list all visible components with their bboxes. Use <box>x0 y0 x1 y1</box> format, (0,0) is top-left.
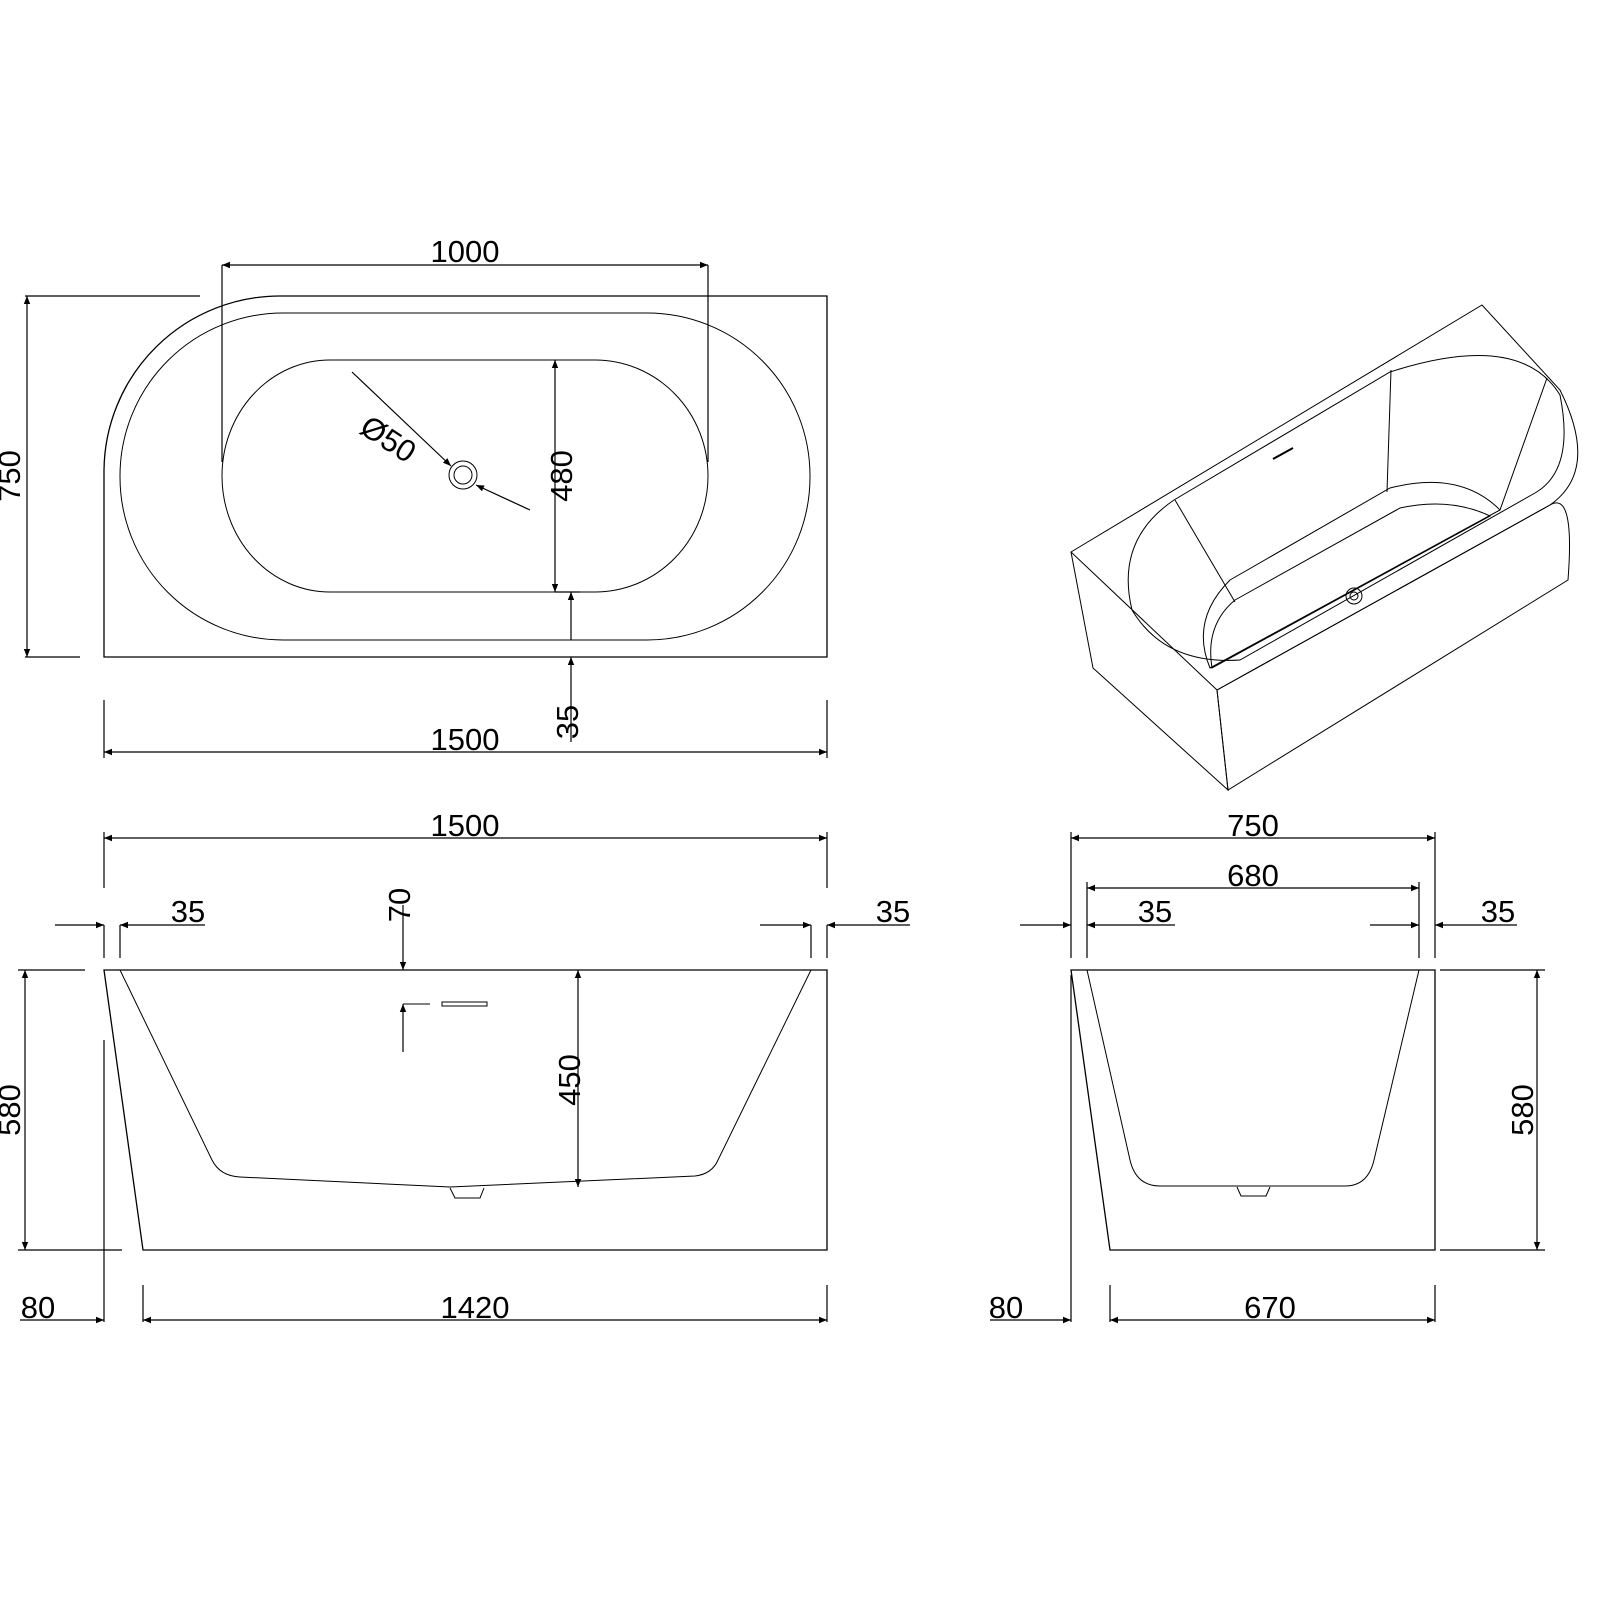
dim-rim-right: 35 <box>876 894 910 929</box>
side-view: 1500 35 35 70 450 580 80 1420 <box>0 808 910 1325</box>
iso-top-outline <box>1070 304 1579 691</box>
dim-overflow-depth: 70 <box>382 888 417 922</box>
iso-front-face <box>1216 502 1570 791</box>
iso-basin-floor <box>1202 481 1501 669</box>
dim-end-base-width: 670 <box>1244 1290 1296 1325</box>
side-outline <box>103 969 828 1251</box>
basin-outline <box>221 359 709 593</box>
isometric-view <box>1070 304 1579 792</box>
dim-drain-diameter: Ø50 <box>354 409 422 470</box>
overflow-icon <box>441 1001 488 1007</box>
dim-end-rim-right: 35 <box>1481 894 1515 929</box>
end-outline <box>1070 969 1436 1251</box>
end-basin <box>1086 969 1420 1187</box>
iso-drain-inner <box>1349 591 1359 601</box>
iso-drain-icon <box>1345 587 1363 605</box>
side-drain <box>449 1187 485 1199</box>
dim-end-width: 750 <box>1227 808 1279 843</box>
dim-inner-depth: 450 <box>552 1054 587 1106</box>
side-basin <box>119 969 812 1188</box>
end-drain <box>1236 1186 1271 1197</box>
dim-end-base-offset: 80 <box>989 1290 1023 1325</box>
iso-overflow <box>1272 447 1294 460</box>
dim-inner-width: 480 <box>544 450 579 502</box>
dim-depth: 750 <box>0 450 27 502</box>
drain-inner <box>453 465 473 485</box>
iso-wall-edge <box>1174 499 1236 603</box>
dim-rim-left: 35 <box>171 894 205 929</box>
dim-end-rim-left: 35 <box>1138 894 1172 929</box>
drain-icon <box>448 460 478 490</box>
dim-width: 1500 <box>431 722 500 757</box>
end-view: 750 680 35 35 580 80 670 <box>989 808 1545 1325</box>
dim-height: 580 <box>0 1084 27 1136</box>
dim-end-height: 580 <box>1505 1084 1540 1136</box>
leader-line <box>475 484 531 511</box>
iso-wall-edge <box>1499 377 1548 511</box>
dim-base-offset: 80 <box>21 1290 55 1325</box>
outer-outline <box>103 295 828 658</box>
iso-basin-floor-inner <box>1210 503 1492 669</box>
top-view: 1000 750 480 35 1500 Ø50 <box>0 234 828 758</box>
dim-rim-offset: 35 <box>550 705 585 739</box>
dim-end-inner-width: 680 <box>1227 858 1279 893</box>
iso-wall-edge <box>1386 369 1392 493</box>
iso-side-face <box>1070 551 1229 792</box>
iso-rim <box>1127 355 1565 661</box>
dim-width: 1500 <box>431 808 500 843</box>
rim-outline <box>119 312 811 641</box>
dim-inner-length: 1000 <box>431 234 500 269</box>
leader-line <box>351 371 452 467</box>
dim-base-width: 1420 <box>441 1290 510 1325</box>
